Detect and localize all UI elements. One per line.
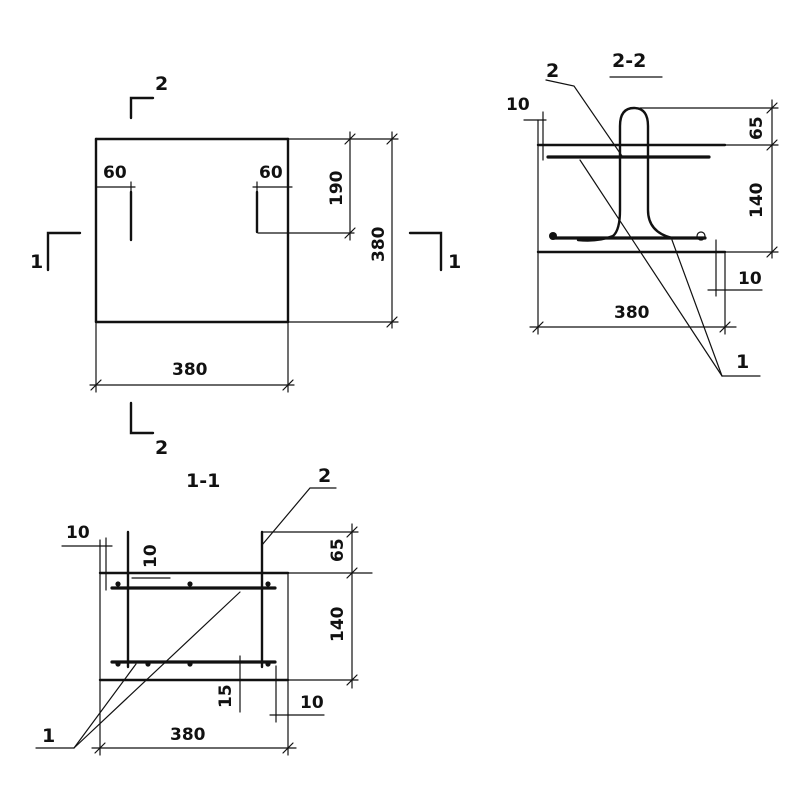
s11-tick-c <box>346 674 358 686</box>
plan-view: 60 60 190 380 380 2 2 1 1 <box>30 73 461 459</box>
s11-callout-1: 1 <box>42 725 55 747</box>
section-mark-2-bottom-label: 2 <box>155 437 168 459</box>
s11-dim-10-inner: 10 <box>141 544 161 568</box>
s22-callout-1-leader-b <box>671 239 723 377</box>
s11-dim-140: 140 <box>328 606 348 642</box>
s22-dim-10-top: 10 <box>506 95 530 115</box>
plan-tick-b <box>344 227 356 239</box>
s22-tick-c <box>766 246 778 258</box>
plan-dim-380-vertical: 380 <box>369 226 389 262</box>
section-mark-2-bottom <box>129 401 155 435</box>
s11-callout-1-leader-a <box>73 591 241 749</box>
section-mark-1-left-label: 1 <box>30 251 43 273</box>
section-mark-1-right-label: 1 <box>448 251 461 273</box>
plan-dim-60-right: 60 <box>259 163 283 183</box>
s11-tick-e <box>282 742 294 754</box>
s11-dim-65: 65 <box>328 538 348 562</box>
s11-callout-1-leader-b <box>73 663 137 749</box>
plan-tick-d <box>386 316 398 328</box>
section-mark-2-top <box>129 96 155 120</box>
s22-dim-65: 65 <box>747 116 767 140</box>
plan-tick-a <box>344 133 356 145</box>
s11-tick-b <box>346 567 358 579</box>
s11-callout-2-leader <box>261 487 337 546</box>
s22-dim-10-bottom: 10 <box>738 269 762 289</box>
s22-dim-140: 140 <box>747 182 767 218</box>
s22-bar-end-left <box>549 232 557 240</box>
plan-dim-380-horizontal: 380 <box>172 360 208 380</box>
plan-tick-e <box>90 379 102 391</box>
s22-callout-2-leader <box>545 79 623 157</box>
section-mark-2-top-label: 2 <box>155 73 168 95</box>
s22-loop-foot-left <box>576 234 615 242</box>
section-2-2-title: 2-2 <box>612 50 646 72</box>
s11-bar-dot-4 <box>115 661 121 667</box>
s11-dim-15: 15 <box>216 684 236 708</box>
s22-dim-380: 380 <box>614 303 650 323</box>
s22-tick-d <box>532 321 544 333</box>
s11-bar-dot-2 <box>187 581 193 587</box>
s11-bar-dot-3 <box>265 581 271 587</box>
s22-callout-2: 2 <box>546 60 559 82</box>
plan-dim-190: 190 <box>327 170 347 206</box>
s22-bar-end-right <box>696 231 706 241</box>
s11-dim-10-bottom: 10 <box>300 693 324 713</box>
s22-tick-a <box>766 102 778 114</box>
section-mark-1-right <box>408 231 443 272</box>
s11-dim-10-left: 10 <box>66 523 90 543</box>
plan-dim-60-left: 60 <box>103 163 127 183</box>
s22-lifting-loop <box>611 106 674 240</box>
s22-callout-1-leader-a <box>579 159 723 377</box>
s11-bar-dot-6 <box>187 661 193 667</box>
section-2-2: 2-2 10 65 140 10 <box>506 50 779 377</box>
s11-bar-dot-7 <box>265 661 271 667</box>
s22-callout-1: 1 <box>736 351 749 373</box>
s11-tick-a <box>346 526 358 538</box>
s11-bar-dot-5 <box>145 661 151 667</box>
section-1-1-title: 1-1 <box>186 470 220 492</box>
plan-tick-f <box>282 379 294 391</box>
section-mark-1-left <box>46 231 82 272</box>
s11-dim-380: 380 <box>170 725 206 745</box>
s11-tick-d <box>94 742 106 754</box>
plan-tick-c <box>386 133 398 145</box>
s11-callout-2: 2 <box>318 465 331 487</box>
s22-tick-b <box>766 139 778 151</box>
section-1-1: 1-1 10 10 65 140 <box>35 465 373 756</box>
s11-bar-dot-1 <box>115 581 121 587</box>
s22-tick-e <box>719 321 731 333</box>
